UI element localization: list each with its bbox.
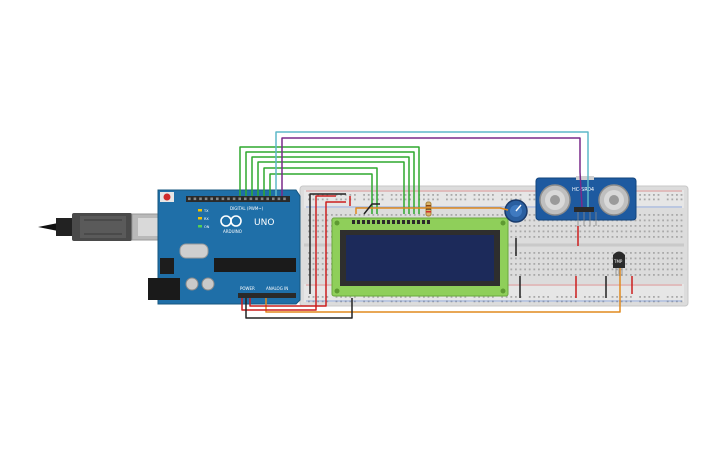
wire-black-lcd [309, 193, 346, 294]
arduino-logo-text: ARDUINO [223, 229, 242, 234]
transducer-left [539, 184, 571, 216]
board-model-label: UNO [254, 218, 274, 228]
on-led [198, 225, 202, 228]
wire-black-top [363, 203, 380, 215]
arduino-uno-board[interactable]: DIGITAL (PWM~) ARDUINO UNO TX RX ON POWE… [148, 189, 301, 305]
capacitor-1 [185, 277, 199, 291]
hc-sr04-ultrasonic-sensor[interactable]: HC-SR04 [535, 176, 637, 221]
sensor-model-label: HC-SR04 [572, 187, 594, 193]
digital-pins [188, 197, 286, 201]
tx-label: TX [203, 209, 209, 213]
capacitor-2 [201, 277, 215, 291]
power-label: POWER [240, 286, 255, 291]
lcd-pin-header [352, 220, 430, 224]
usb-cable[interactable] [38, 213, 179, 241]
arduino-logo-icon [220, 215, 242, 227]
rx-label: RX [204, 217, 209, 221]
sensor-pin-header [574, 207, 594, 212]
wires [239, 131, 633, 319]
wire-black-gnd [245, 298, 353, 319]
rx-led [198, 217, 202, 220]
temp-sensor-label: TMP [613, 259, 623, 264]
sensor-legs [577, 212, 597, 226]
on-label: ON [204, 225, 210, 229]
atmega-chip [214, 258, 296, 272]
resistor[interactable] [425, 201, 432, 217]
wire-purple [281, 137, 583, 208]
wire-green-group [239, 146, 420, 214]
crystal-oscillator [179, 243, 209, 259]
wire-red-left [241, 195, 336, 311]
digital-label: DIGITAL (PWM~) [230, 206, 264, 211]
lcd-screen [346, 235, 494, 281]
power-jack [148, 278, 180, 300]
reset-button[interactable] [163, 193, 171, 201]
power-analog-header [238, 293, 296, 298]
digital-header [186, 196, 290, 202]
wire-orange-bottom [265, 268, 621, 313]
lcd-16x2-module[interactable] [331, 217, 509, 297]
transducer-right [598, 184, 630, 216]
temperature-sensor[interactable]: TMP [613, 251, 625, 269]
tmp-legs [615, 268, 623, 276]
potentiometer[interactable] [504, 199, 528, 223]
tx-led [198, 209, 202, 212]
wire-teal [275, 131, 589, 207]
wire-red-power [249, 201, 346, 307]
analog-label: ANALOG IN [266, 286, 288, 291]
wire-orange-top [355, 207, 509, 214]
voltage-regulator [160, 258, 174, 274]
